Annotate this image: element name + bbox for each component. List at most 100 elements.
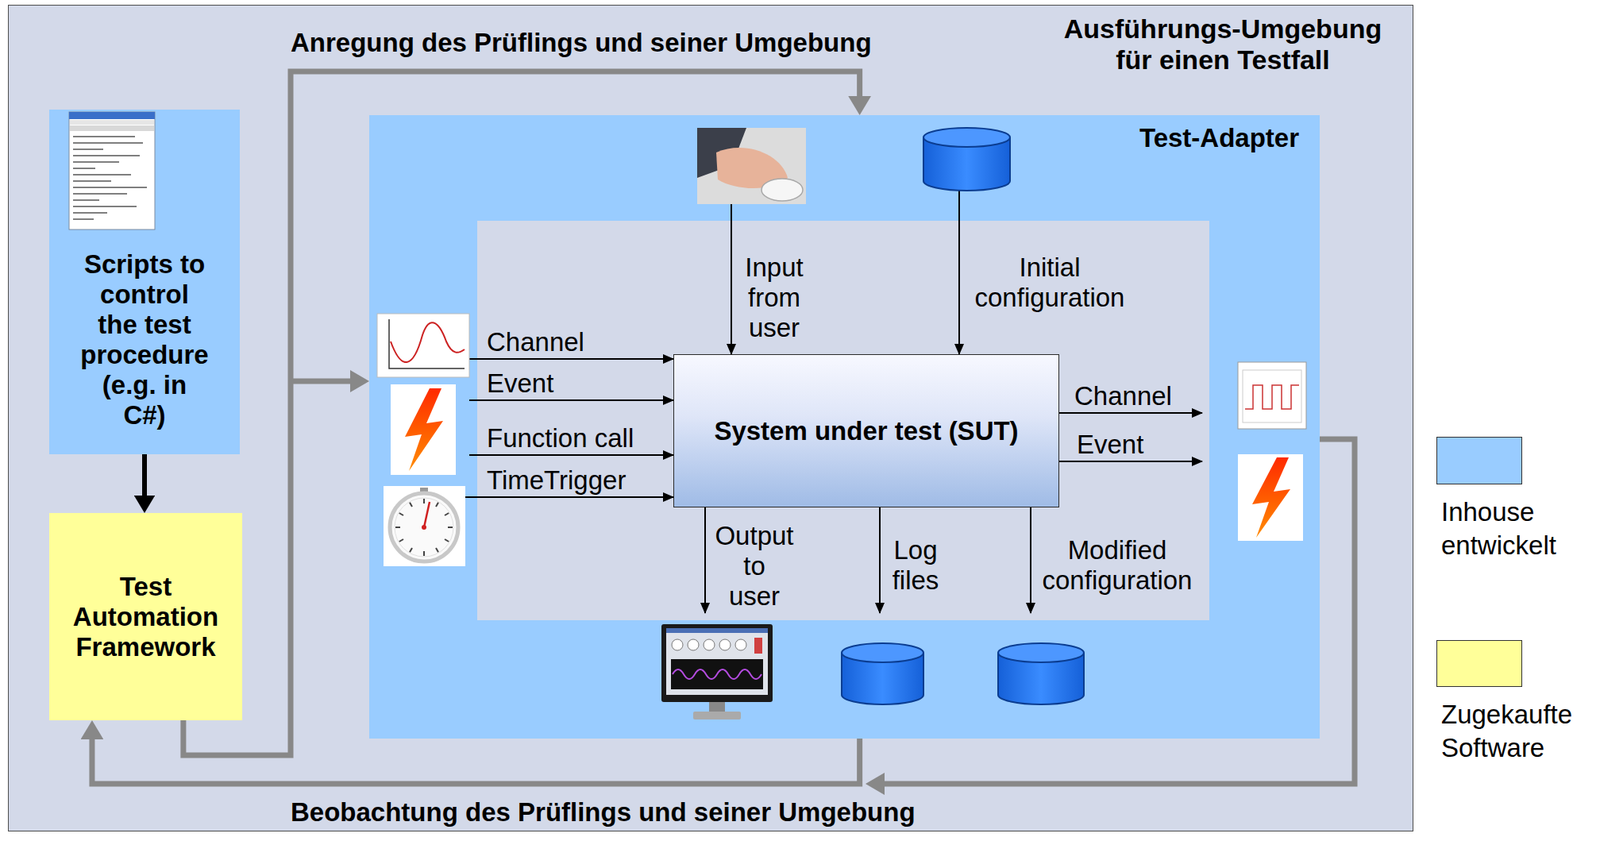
monitor-icon <box>666 628 768 633</box>
box-title: Test-Adapter <box>1139 124 1300 151</box>
mouse-photo <box>697 127 806 205</box>
script-screenshot <box>73 192 128 195</box>
text-slot: Function call <box>486 424 634 452</box>
text-slot: Channel <box>486 328 585 355</box>
signal-arrow <box>469 454 674 456</box>
signal-arrow <box>1059 412 1203 414</box>
square-wave-icon <box>1237 362 1307 429</box>
script-screenshot <box>73 161 120 163</box>
script-screenshot <box>73 148 104 151</box>
box-label: System under test (SUT) <box>713 416 1018 447</box>
stopwatch-icon <box>435 502 439 507</box>
stopwatch-icon <box>395 498 453 556</box>
stopwatch-icon <box>395 526 401 529</box>
stopwatch-icon <box>444 512 449 516</box>
square-wave-icon <box>1237 362 1307 429</box>
script-screenshot <box>69 111 155 230</box>
script-screenshot <box>69 111 155 120</box>
text-slot: Anregung des Prüflings und seiner Umgebu… <box>290 29 872 56</box>
port-label: Channel <box>486 328 585 355</box>
signal-arrow <box>704 507 706 614</box>
script-screenshot <box>69 125 155 132</box>
legend-swatch <box>1436 640 1523 687</box>
inner-panel <box>477 220 1210 621</box>
signal-arrow <box>1029 507 1032 614</box>
connector-label: Anregung des Prüflings und seiner Umgebu… <box>290 29 872 56</box>
database-icon <box>923 127 1011 147</box>
connector <box>142 454 147 496</box>
stopwatch-icon <box>409 547 413 552</box>
signal-arrow <box>465 496 674 498</box>
signal-plot-icon <box>390 322 465 363</box>
legend-swatch <box>1436 436 1523 485</box>
text-slot: Output to user <box>714 520 795 612</box>
text-slot: Modified configuration <box>1037 535 1197 596</box>
text-slot: Scripts to control the test procedure (e… <box>79 249 210 431</box>
framework-box: Test Automation Framework <box>49 512 243 721</box>
text-slot: Test-Adapter <box>1139 124 1300 151</box>
mouse-photo <box>697 127 806 205</box>
stimulus-branch <box>290 378 351 385</box>
text-slot: Ausführungs-Umgebung für einen Testfall <box>1052 13 1394 76</box>
text-slot: Channel <box>1074 382 1173 409</box>
text-slot: TimeTrigger <box>486 466 626 494</box>
signal-plot-icon <box>377 313 470 378</box>
text-slot: Zugekaufte Software <box>1441 697 1585 765</box>
signal-arrow <box>469 358 674 360</box>
stopwatch-icon <box>435 547 439 552</box>
mouse-photo <box>761 178 803 201</box>
stopwatch-icon <box>423 551 425 556</box>
stopwatch-icon <box>399 512 404 516</box>
database-icon <box>841 643 924 663</box>
event-icon <box>1252 457 1291 538</box>
interface-label: Output to user <box>714 520 795 612</box>
stopwatch-icon <box>383 485 466 567</box>
signal-arrow <box>958 190 960 355</box>
script-screenshot <box>73 135 135 138</box>
database-icon <box>998 643 1084 705</box>
text-slot: System under test (SUT) <box>713 416 1018 447</box>
script-screenshot <box>73 154 140 157</box>
legend-text: Zugekaufte Software <box>1441 697 1585 765</box>
monitor-icon <box>661 624 773 702</box>
interface-label: Input from user <box>738 252 810 344</box>
stimulus-branch <box>290 381 351 382</box>
port-label: Channel <box>1074 382 1173 409</box>
stopwatch-icon <box>444 539 449 542</box>
port-label: TimeTrigger <box>486 466 626 494</box>
database-icon <box>998 643 1084 663</box>
script-screenshot <box>73 136 147 220</box>
monitor-icon <box>693 711 741 720</box>
interface-label: Initial configuration <box>970 252 1130 313</box>
monitor-icon <box>754 637 763 654</box>
port-label: Event <box>486 370 554 397</box>
square-wave-icon <box>1242 370 1302 423</box>
script-screenshot <box>73 180 112 182</box>
square-wave-icon <box>1245 385 1300 409</box>
stopwatch-icon <box>389 493 459 562</box>
stopwatch-icon <box>394 497 454 557</box>
text-slot: Log files <box>887 535 944 596</box>
text-slot: Event <box>1076 431 1144 458</box>
text-slot: Inhouse entwickelt <box>1441 495 1585 563</box>
signal-arrow <box>730 204 733 355</box>
signal-plot-icon <box>389 319 465 369</box>
script-screenshot <box>73 218 94 220</box>
sut-box: System under test (SUT) <box>673 354 1060 508</box>
port-label: Function call <box>486 424 634 452</box>
stopwatch-icon <box>399 539 404 542</box>
monitor-icon <box>735 639 747 651</box>
monitor-icon <box>672 669 762 679</box>
script-screenshot <box>73 142 143 144</box>
database-icon <box>923 127 1011 191</box>
box-label: Test Automation Framework <box>66 571 226 663</box>
signal-arrow <box>1059 460 1203 463</box>
event-icon <box>1237 454 1304 541</box>
legend-text: Inhouse entwickelt <box>1441 495 1585 563</box>
monitor-icon <box>687 639 699 651</box>
script-screenshot <box>73 173 132 176</box>
script-screenshot <box>73 186 147 189</box>
text-slot: Test Automation Framework <box>66 571 226 663</box>
script-screenshot <box>73 167 96 170</box>
script-screenshot <box>73 212 108 214</box>
